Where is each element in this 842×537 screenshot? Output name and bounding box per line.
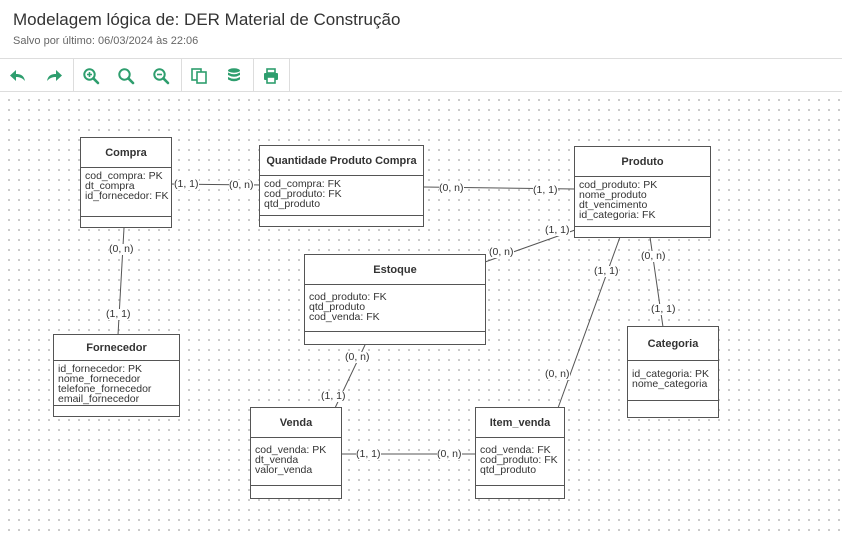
toolbar-divider (289, 59, 290, 92)
entity-attribute: qtd_produto (264, 198, 321, 210)
entity-attribute: id_fornecedor: FK (85, 190, 169, 202)
toolbar (0, 58, 842, 92)
entity-title: Item_venda (476, 408, 564, 438)
zoom-in-icon (83, 67, 100, 84)
entity-footer (305, 331, 485, 344)
cardinality-label: (0, n) (109, 243, 134, 255)
cardinality-label: (0, n) (345, 351, 370, 363)
entity-attribute: cod_venda: FK (309, 311, 380, 323)
toolbar-divider (253, 59, 254, 92)
entity-attribute: dt_compra (85, 180, 135, 192)
entity-attribute: qtd_produto (309, 301, 366, 313)
entity-attribute: dt_venda (255, 454, 299, 466)
cardinality-label: (0, n) (439, 182, 464, 194)
entity-attribute: valor_venda (255, 464, 313, 476)
entity-attribute: nome_fornecedor (58, 373, 141, 385)
redo-icon (47, 69, 62, 81)
entity-footer (476, 485, 564, 498)
database-button[interactable] (217, 59, 251, 92)
cardinality-label: (1, 1) (321, 390, 346, 402)
database-icon (228, 67, 240, 81)
entity-title: Venda (251, 408, 341, 438)
cardinality-label: (1, 1) (174, 178, 199, 190)
toolbar-divider (73, 59, 74, 92)
entity-footer (575, 226, 710, 237)
cardinality-label: (1, 1) (651, 303, 676, 315)
entity-attribute: dt_vencimento (579, 199, 648, 211)
redo-button[interactable] (37, 59, 71, 92)
zoom-out-icon (153, 67, 170, 84)
entity-attribute: nome_categoria (632, 378, 708, 390)
entity-title: Estoque (305, 255, 485, 285)
copy-button[interactable] (182, 59, 216, 92)
entity-estoque[interactable]: Estoque cod_produto: FK qtd_produto cod_… (304, 254, 486, 345)
entity-attribute: cod_produto: FK (480, 454, 558, 466)
copy-icon (191, 67, 207, 84)
entity-produto[interactable]: Produto cod_produto: PK nome_produto dt_… (574, 146, 711, 238)
cardinality-label: (1, 1) (533, 184, 558, 196)
undo-button[interactable] (1, 59, 35, 92)
entity-title: Fornecedor (54, 335, 179, 361)
entity-footer (251, 485, 341, 498)
entity-title: Compra (81, 138, 171, 168)
entity-attribute: cod_venda: FK (480, 444, 551, 456)
entity-attribute: id_categoria: PK (632, 368, 710, 380)
entity-attribute: cod_produto: FK (309, 291, 387, 303)
entity-attribute: nome_produto (579, 189, 647, 201)
entity-title: Categoria (628, 327, 718, 361)
cardinality-label: (1, 1) (356, 448, 381, 460)
zoom-reset-icon (118, 67, 135, 84)
cardinality-label: (0, n) (229, 179, 254, 191)
entity-attribute: id_fornecedor: PK (58, 363, 143, 375)
page-title: Modelagem lógica de: DER Material de Con… (13, 10, 401, 29)
print-icon (264, 67, 278, 84)
entity-attribute: cod_venda: PK (255, 444, 327, 456)
cardinality-label: (0, n) (437, 448, 462, 460)
entity-attribute: qtd_produto (480, 464, 537, 476)
entity-attribute: cod_compra: FK (264, 178, 342, 190)
entity-attribute: cod_produto: PK (579, 179, 658, 191)
print-button[interactable] (254, 59, 288, 92)
entity-attribute: email_fornecedor (58, 393, 140, 405)
entity-attribute: id_categoria: FK (579, 209, 656, 221)
entity-footer (81, 216, 171, 227)
zoom-out-button[interactable] (144, 59, 178, 92)
header: Modelagem lógica de: DER Material de Con… (0, 0, 842, 58)
cardinality-label: (1, 1) (594, 265, 619, 277)
entity-footer (54, 405, 179, 416)
cardinality-label: (1, 1) (106, 308, 131, 320)
toolbar-divider (181, 59, 182, 92)
entity-attribute: cod_produto: FK (264, 188, 342, 200)
last-saved-text: Salvo por último: 06/03/2024 às 22:06 (13, 35, 199, 47)
zoom-in-button[interactable] (74, 59, 108, 92)
entity-title: Quantidade Produto Compra (260, 146, 423, 176)
entity-compra[interactable]: Compra cod_compra: PK dt_compra id_forne… (80, 137, 172, 228)
entity-quantidade-produto-compra[interactable]: Quantidade Produto Compra cod_compra: FK… (259, 145, 424, 227)
cardinality-label: (1, 1) (545, 224, 570, 236)
entity-title: Produto (575, 147, 710, 177)
undo-icon (10, 69, 25, 81)
cardinality-label: (0, n) (641, 250, 666, 262)
cardinality-label: (0, n) (545, 368, 570, 380)
entity-categoria[interactable]: Categoria id_categoria: PK nome_categori… (627, 326, 719, 418)
entity-attribute: cod_compra: PK (85, 170, 163, 182)
entity-footer (628, 400, 718, 417)
zoom-reset-button[interactable] (109, 59, 143, 92)
entity-venda[interactable]: Venda cod_venda: PK dt_venda valor_venda (250, 407, 342, 499)
cardinality-label: (0, n) (489, 246, 514, 258)
entity-attribute: telefone_fornecedor (58, 383, 152, 395)
entity-footer (260, 215, 423, 226)
entity-fornecedor[interactable]: Fornecedor id_fornecedor: PK nome_fornec… (53, 334, 180, 417)
entity-item-venda[interactable]: Item_venda cod_venda: FK cod_produto: FK… (475, 407, 565, 499)
